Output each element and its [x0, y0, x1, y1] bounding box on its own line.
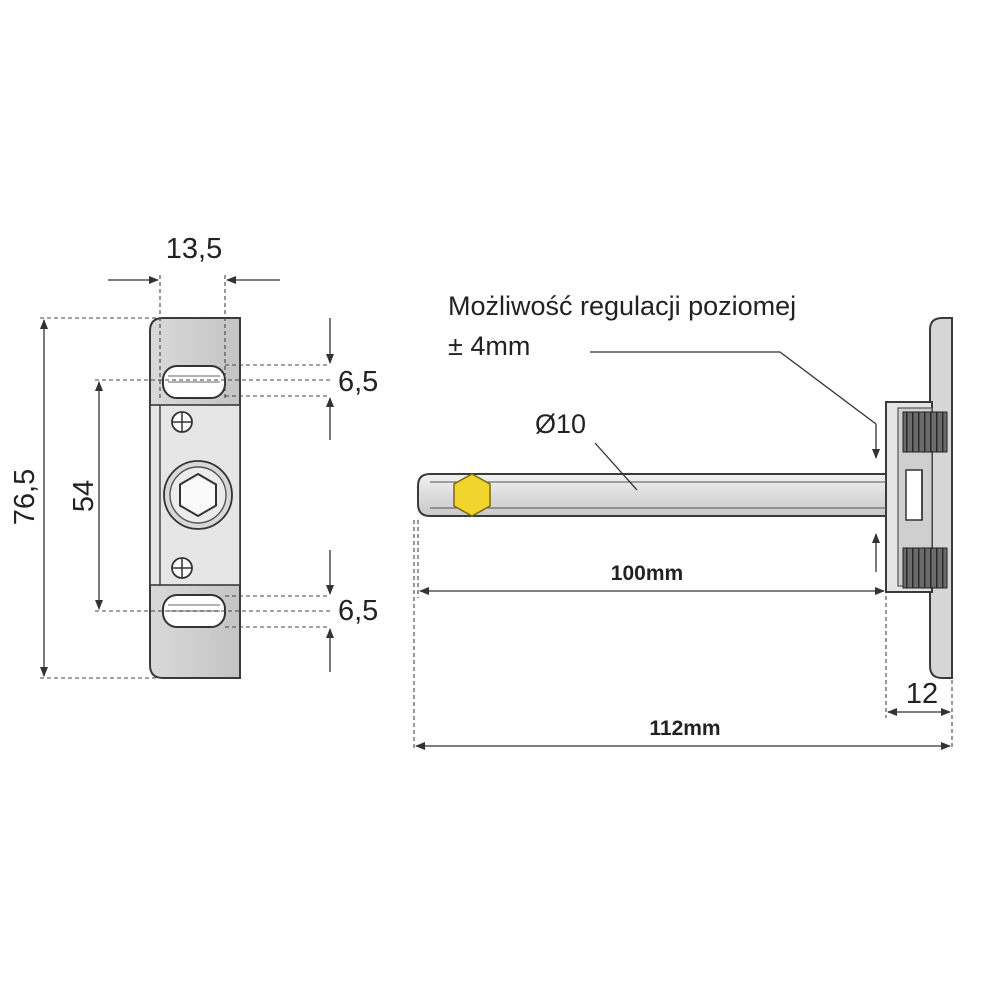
screw-top-icon — [171, 411, 193, 433]
total-length-label: 112mm — [649, 717, 720, 740]
side-view: Możliwość regulacji poziomej ± 4mm Ø10 1… — [413, 291, 953, 750]
top-slot-dimension-label: 6,5 — [338, 366, 378, 398]
front-view: 13,5 76,5 54 6,5 6,5 — [9, 233, 378, 679]
hex-socket-icon — [453, 473, 491, 517]
screw-bottom-icon — [171, 557, 193, 579]
pin-diameter-label: Ø10 — [535, 409, 586, 439]
pin-length-label: 100mm — [611, 562, 683, 585]
plate-thickness-label: 12 — [906, 678, 938, 710]
thread-top — [902, 411, 948, 453]
adjustment-annotation-line2: ± 4mm — [448, 331, 530, 361]
adjustment-annotation-line1: Możliwość regulacji poziomej — [448, 291, 796, 321]
bottom-slot-dimension-label: 6,5 — [338, 595, 378, 627]
hex-bolt-icon — [163, 460, 233, 530]
wall-plate — [929, 317, 953, 679]
thread-bottom — [902, 547, 948, 589]
width-dimension-label: 13,5 — [166, 233, 222, 265]
hole-spacing-label: 54 — [68, 480, 100, 512]
pin-shaft — [417, 473, 887, 517]
height-dimension-label: 76,5 — [9, 469, 41, 525]
